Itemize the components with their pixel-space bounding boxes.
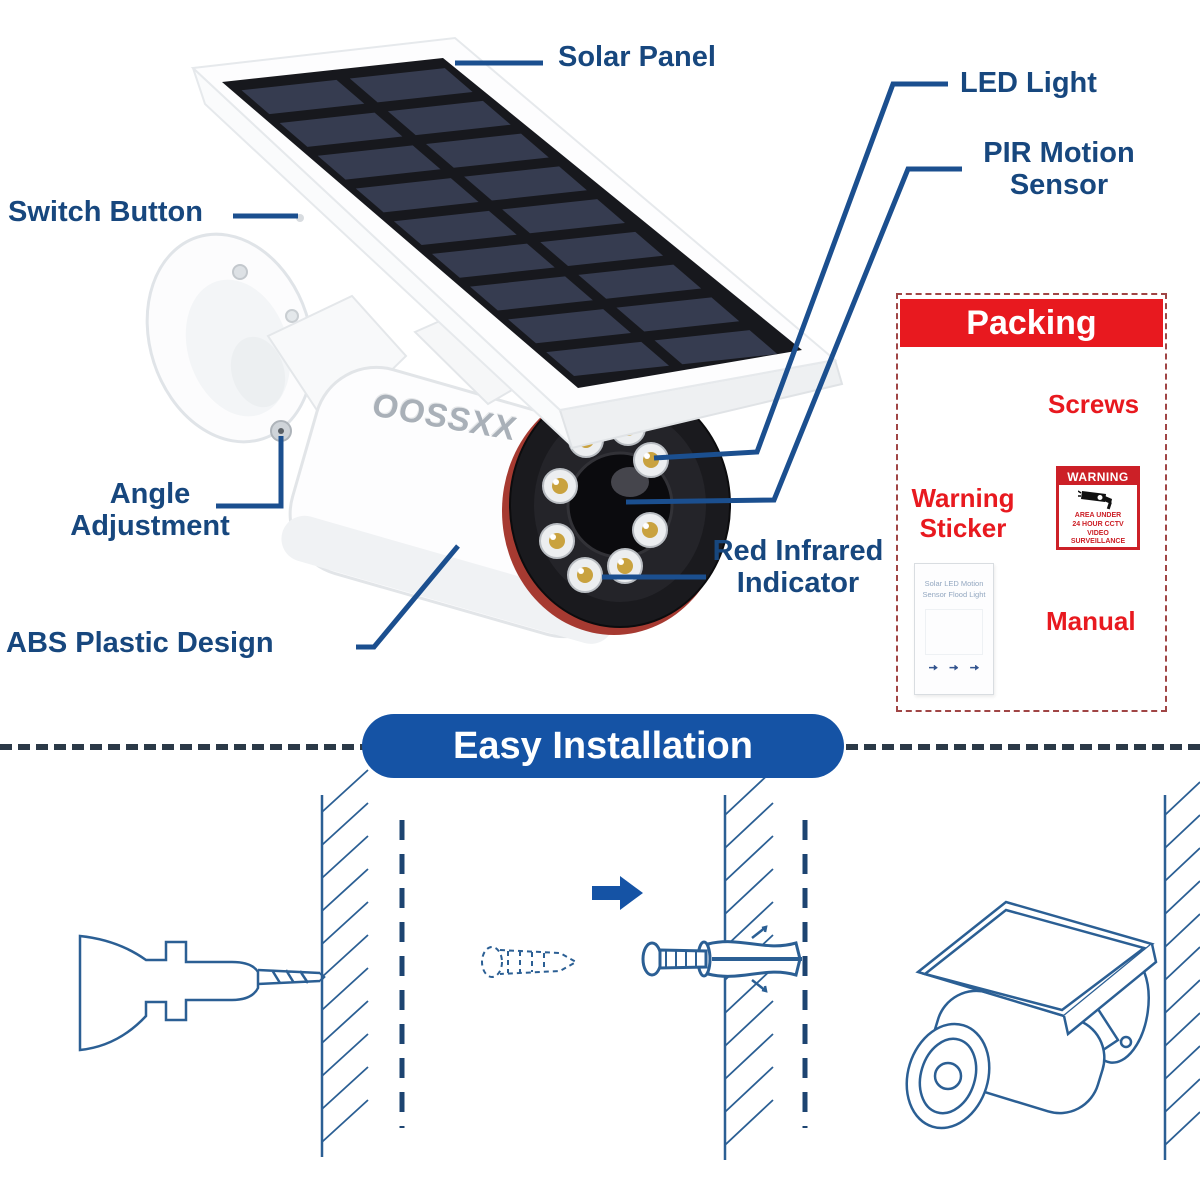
arrow-right-icon [592, 876, 643, 910]
callout-switch-button: Switch Button [8, 196, 203, 228]
manual-icons [923, 664, 985, 671]
leader-lines [216, 60, 962, 650]
drill-icon [78, 934, 260, 1052]
camera-outline-icon [905, 900, 1158, 1130]
step3-mounted-camera [905, 781, 1200, 1160]
warning-sticker-title: WARNING [1059, 469, 1137, 485]
leader-abs-plastic [356, 544, 460, 650]
manual-figure [925, 608, 983, 655]
step2-anchor-screw [481, 769, 802, 1160]
solar-panel [190, 36, 844, 450]
leader-pir-sensor [625, 166, 962, 505]
manual-step-icon [928, 664, 938, 671]
pir-sensor-dome [611, 467, 649, 497]
callout-solar-panel: Solar Panel [558, 41, 716, 73]
leader-angle-adjustment [216, 436, 284, 509]
solar-cells [241, 68, 778, 377]
callout-led-light: LED Light [960, 67, 1097, 99]
manual-label: Manual [1046, 606, 1136, 636]
packing-header: Packing [900, 299, 1163, 347]
manual-step-icon [970, 664, 980, 671]
warning-sticker-caption: AREA UNDER 24 HOUR CCTV VIDEO SURVEILLAN… [1070, 512, 1126, 546]
manual-title: Solar LED Motion Sensor Flood Light [922, 579, 986, 600]
screws-label: Screws [1048, 389, 1140, 419]
step1-drill-hole [78, 769, 369, 1157]
callout-pir-motion-sensor: PIR Motion Sensor [983, 137, 1135, 201]
warning-sticker-label: Warning Sticker [911, 483, 1015, 543]
cctv-camera-icon [1059, 485, 1137, 511]
installation-steps [78, 769, 1200, 1160]
wall-mount-base [145, 232, 408, 444]
callout-angle-adjustment: Angle Adjustment [70, 478, 230, 542]
easy-installation-banner: Easy Installation [362, 714, 844, 778]
drill-bit [257, 968, 326, 986]
manual-step-icon [949, 664, 959, 671]
callout-abs-plastic-design: ABS Plastic Design [6, 627, 274, 659]
manual-booklet: Solar LED Motion Sensor Flood Light [914, 563, 994, 695]
leader-led-light [653, 81, 948, 461]
warning-sticker: WARNING AREA UNDER 24 HOUR CCTV VIDEO SU… [1056, 466, 1140, 550]
callout-red-infrared-indicator: Red Infrared Indicator [712, 535, 884, 599]
packing-title: Packing [966, 303, 1097, 342]
easy-installation-title: Easy Installation [453, 724, 753, 767]
anchor-in-wall-icon [641, 925, 802, 993]
loose-screw-icon [481, 946, 579, 978]
